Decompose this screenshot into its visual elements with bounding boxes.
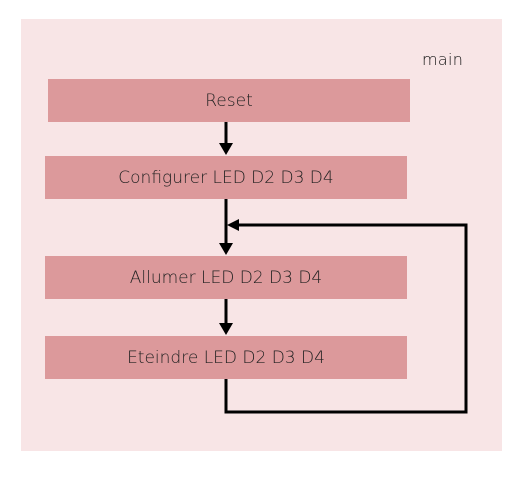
step-configure-leds: Configurer LED D2 D3 D4 xyxy=(45,156,407,199)
step-reset: Reset xyxy=(48,79,410,122)
step-label: Reset xyxy=(205,90,253,111)
step-label: Eteindre LED D2 D3 D4 xyxy=(127,347,325,368)
step-label: Configurer LED D2 D3 D4 xyxy=(118,167,334,188)
step-turn-on-leds: Allumer LED D2 D3 D4 xyxy=(45,256,407,299)
container-label: main xyxy=(422,50,464,69)
step-turn-off-leds: Eteindre LED D2 D3 D4 xyxy=(45,336,407,379)
step-label: Allumer LED D2 D3 D4 xyxy=(129,267,323,288)
